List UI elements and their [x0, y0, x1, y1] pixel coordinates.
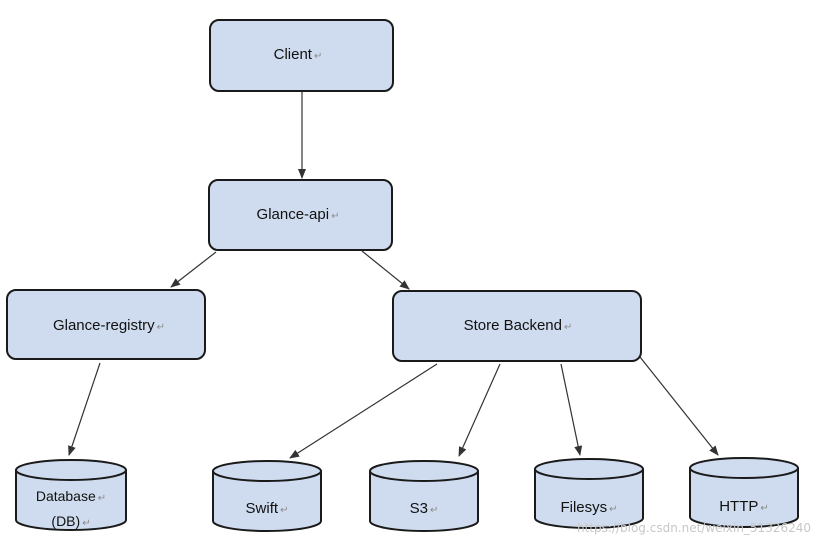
- store-s3: S3↵: [369, 460, 479, 532]
- svg-text:Swift↵: Swift↵: [246, 500, 289, 517]
- node-client: Client↵: [209, 19, 394, 92]
- return-mark-icon: ↵: [314, 51, 322, 62]
- store-http-label: HTTP: [719, 498, 758, 515]
- svg-text:Store Backend↵: Store Backend↵: [464, 317, 573, 334]
- node-store-backend: Store Backend↵: [392, 290, 642, 362]
- node-client-label: Client: [274, 46, 313, 63]
- node-glance-api: Glance-api↵: [208, 179, 393, 251]
- edge-glance-registry-to-database: [68, 362, 101, 456]
- edge-glance-api-to-store-backend: [361, 250, 410, 290]
- store-filesys: Filesys↵: [534, 458, 644, 529]
- edge-glance-api-to-glance-registry: [170, 251, 217, 288]
- return-mark-icon: ↵: [760, 503, 768, 514]
- svg-text:HTTP↵: HTTP↵: [719, 498, 769, 515]
- return-mark-icon: ↵: [82, 518, 90, 529]
- return-mark-icon: ↵: [157, 322, 165, 333]
- return-mark-icon: ↵: [564, 322, 572, 333]
- store-swift: Swift↵: [212, 460, 322, 532]
- return-mark-icon: ↵: [98, 493, 106, 504]
- watermark: https://blog.csdn.net/weixin_51326240: [577, 521, 811, 535]
- svg-text:Glance-api↵: Glance-api↵: [257, 206, 340, 223]
- edges: [68, 92, 719, 459]
- return-mark-icon: ↵: [331, 211, 339, 222]
- edge-store-backend-to-swift: [289, 363, 438, 459]
- store-database-label-line2: (DB): [51, 513, 80, 529]
- edge-store-backend-to-s3: [458, 363, 501, 457]
- svg-text:Glance-registry↵: Glance-registry↵: [53, 317, 165, 334]
- svg-text:(DB)↵: (DB)↵: [51, 513, 90, 529]
- return-mark-icon: ↵: [430, 505, 438, 516]
- store-filesys-label: Filesys: [560, 499, 607, 516]
- store-http: HTTP↵: [689, 457, 799, 528]
- node-store-backend-label: Store Backend: [464, 317, 562, 334]
- store-database-label-line1: Database: [36, 488, 96, 504]
- node-glance-registry-label: Glance-registry: [53, 317, 155, 334]
- store-swift-label: Swift: [246, 500, 279, 517]
- return-mark-icon: ↵: [609, 504, 617, 515]
- return-mark-icon: ↵: [280, 505, 288, 516]
- edge-store-backend-to-filesys: [560, 363, 583, 456]
- node-glance-api-label: Glance-api: [257, 206, 330, 223]
- svg-text:Database↵: Database↵: [36, 488, 106, 504]
- edge-store-backend-to-http: [639, 356, 719, 456]
- node-glance-registry: Glance-registry↵: [6, 289, 206, 360]
- svg-text:Filesys↵: Filesys↵: [560, 499, 617, 516]
- svg-text:Client↵: Client↵: [274, 46, 323, 63]
- svg-text:S3↵: S3↵: [410, 500, 439, 517]
- store-database: Database↵ (DB)↵: [15, 459, 127, 531]
- store-s3-label: S3: [410, 500, 428, 517]
